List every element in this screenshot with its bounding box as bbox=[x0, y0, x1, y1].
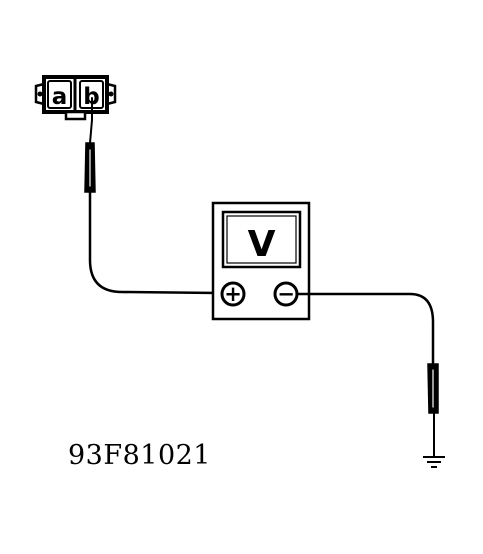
ground-icon bbox=[423, 456, 445, 468]
terminal-b-label: b bbox=[83, 84, 99, 110]
positive-test-lead bbox=[84, 97, 220, 295]
connector: a b bbox=[34, 75, 117, 121]
negative-jack-label: − bbox=[277, 282, 295, 306]
voltmeter: V + − bbox=[211, 201, 311, 321]
negative-test-lead bbox=[295, 292, 439, 457]
figure-code: 93F81021 bbox=[68, 440, 211, 471]
positive-jack bbox=[220, 281, 246, 307]
voltmeter-display-label: V bbox=[248, 224, 276, 265]
positive-jack-label: + bbox=[224, 282, 242, 306]
terminal-a-label: a bbox=[52, 84, 68, 110]
